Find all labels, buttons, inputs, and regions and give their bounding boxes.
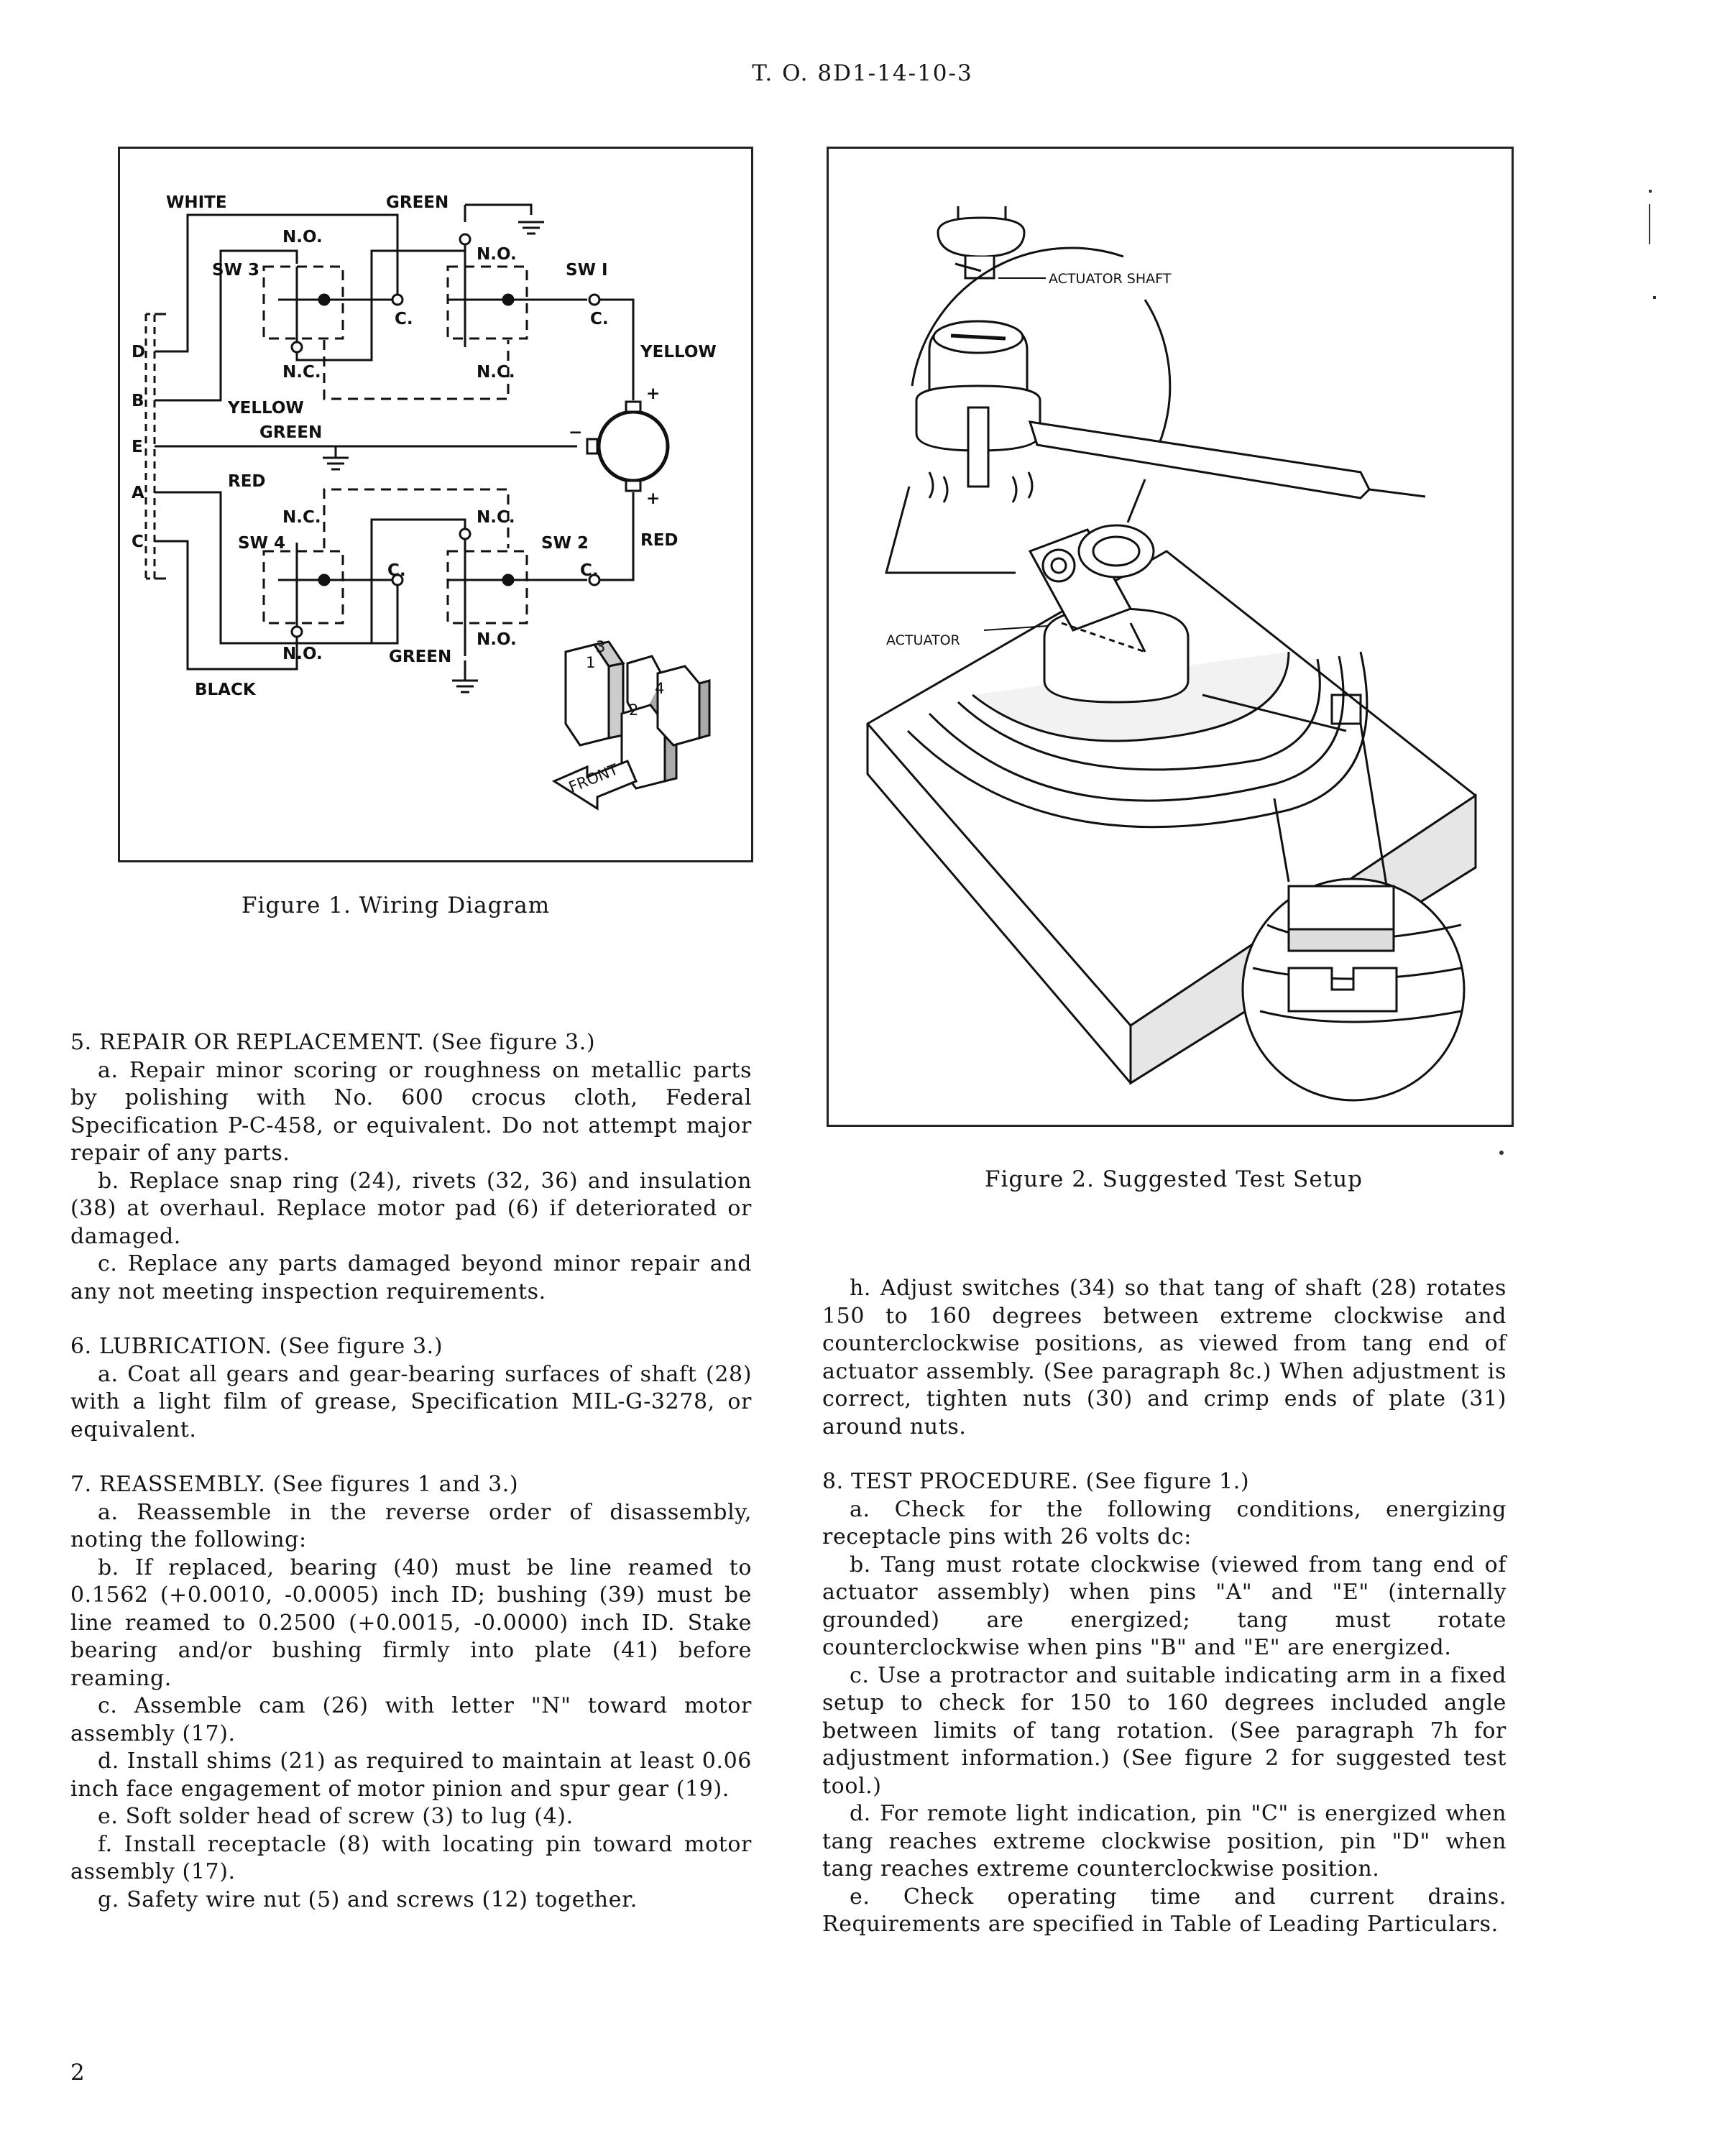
label-sw3-nc: N.C.: [282, 363, 321, 382]
block-number-1: 1: [586, 654, 595, 671]
paragraph: e. Check operating time and current drai…: [822, 1884, 1506, 1938]
pin-d-label: D: [132, 343, 145, 361]
label-sw3-c: C.: [395, 310, 413, 328]
margin-mark: [1649, 204, 1650, 244]
pin-a-label: A: [132, 484, 144, 502]
paragraph: c. Replace any parts damaged beyond mino…: [70, 1251, 752, 1304]
margin-mark: [1649, 190, 1652, 193]
paragraph: d. For remote light indication, pin "C" …: [822, 1801, 1506, 1881]
section-heading: 7. REASSEMBLY. (See figures 1 and 3.): [70, 1472, 519, 1497]
label-red-right: RED: [640, 531, 678, 550]
test-setup-illustration: ACTUATOR SHAFT ACTUATOR: [866, 206, 1477, 1102]
label-red-left: RED: [228, 472, 266, 491]
label-sw1-nc: N.C.: [477, 363, 515, 382]
wiring-diagram: WHITE GREEN N.O. SW 3 N.O. SW I C. C. N.…: [132, 193, 717, 811]
label-sw3: SW 3: [212, 261, 259, 280]
block-number-2: 2: [629, 701, 638, 719]
paragraph: e. Soft solder head of screw (3) to lug …: [98, 1804, 574, 1829]
label-yellow-left: YELLOW: [227, 399, 304, 418]
label-sw3-no: N.O.: [282, 228, 323, 247]
label-sw4: SW 4: [238, 534, 285, 553]
label-yellow-right: YELLOW: [640, 343, 717, 361]
paragraph: a. Check for the following conditions, e…: [822, 1496, 1506, 1550]
label-green-bottom: GREEN: [389, 648, 451, 666]
label-sw1-no: N.O.: [477, 245, 517, 264]
label-sw1: SW I: [566, 261, 608, 280]
margin-mark: [1653, 296, 1656, 299]
label-sw4-no: N.O.: [282, 645, 323, 663]
label-sw4-c: C.: [387, 561, 406, 580]
block-number-3: 3: [596, 638, 605, 655]
label-plus-top: +: [646, 384, 660, 403]
label-minus: −: [569, 423, 582, 442]
paragraph: g. Safety wire nut (5) and screws (12) t…: [98, 1886, 638, 1912]
document-header: T. O. 8D1-14-10-3: [752, 60, 973, 86]
paragraph: c. Use a protractor and suitable indicat…: [822, 1662, 1506, 1799]
section-heading: 5. REPAIR OR REPLACEMENT. (See figure 3.…: [70, 1030, 596, 1055]
label-sw2-nc: N.C.: [477, 508, 515, 527]
label-black: BLACK: [195, 681, 257, 699]
label-green-top: GREEN: [386, 193, 448, 212]
figure-1-caption: Figure 1. Wiring Diagram: [242, 893, 551, 918]
paragraph: h. Adjust switches (34) so that tang of …: [822, 1276, 1506, 1439]
paragraph: d. Install shims (21) as required to mai…: [70, 1749, 752, 1802]
section-heading: 8. TEST PROCEDURE. (See figure 1.): [822, 1469, 1250, 1494]
paragraph: a. Coat all gears and gear-bearing surfa…: [70, 1361, 752, 1442]
figure-2-box: ACTUATOR SHAFT ACTUATOR: [827, 147, 1514, 1127]
label-plus-bottom: +: [646, 489, 660, 508]
label-white: WHITE: [166, 193, 227, 212]
section-heading: 6. LUBRICATION. (See figure 3.): [70, 1334, 443, 1359]
paragraph: a. Repair minor scoring or roughness on …: [70, 1057, 752, 1166]
label-sw2-no: N.O.: [477, 630, 517, 649]
pin-e-label: E: [132, 438, 143, 456]
left-text-column: 5. REPAIR OR REPLACEMENT. (See figure 3.…: [70, 1029, 752, 1914]
label-sw2-c: C.: [580, 561, 599, 580]
paragraph: a. Reassemble in the reverse order of di…: [70, 1499, 752, 1553]
page-number: 2: [70, 2060, 85, 2086]
label-sw4-nc: N.C.: [282, 508, 321, 527]
paragraph: f. Install receptacle (8) with locating …: [70, 1831, 752, 1885]
paragraph: b. Replace snap ring (24), rivets (32, 3…: [70, 1168, 752, 1249]
label-sw1-c: C.: [590, 310, 609, 328]
label-sw2: SW 2: [541, 534, 589, 553]
pin-b-label: B: [132, 392, 144, 410]
paragraph: c. Assemble cam (26) with letter "N" tow…: [70, 1693, 752, 1746]
paragraph: b. Tang must rotate clockwise (viewed fr…: [822, 1552, 1506, 1661]
figure-2-caption: Figure 2. Suggested Test Setup: [985, 1166, 1363, 1192]
label-actuator: ACTUATOR: [886, 632, 960, 648]
pin-c-label: C: [132, 533, 144, 551]
block-number-4: 4: [655, 680, 664, 697]
label-green-mid: GREEN: [259, 423, 322, 442]
figure-1-box: WHITE GREEN N.O. SW 3 N.O. SW I C. C. N.…: [118, 147, 753, 862]
label-actuator-shaft: ACTUATOR SHAFT: [1049, 271, 1172, 287]
paragraph: b. If replaced, bearing (40) must be lin…: [70, 1554, 752, 1691]
switch-block-inset: [551, 640, 711, 811]
margin-mark: [1499, 1151, 1504, 1155]
right-text-column: h. Adjust switches (34) so that tang of …: [822, 1275, 1506, 1939]
